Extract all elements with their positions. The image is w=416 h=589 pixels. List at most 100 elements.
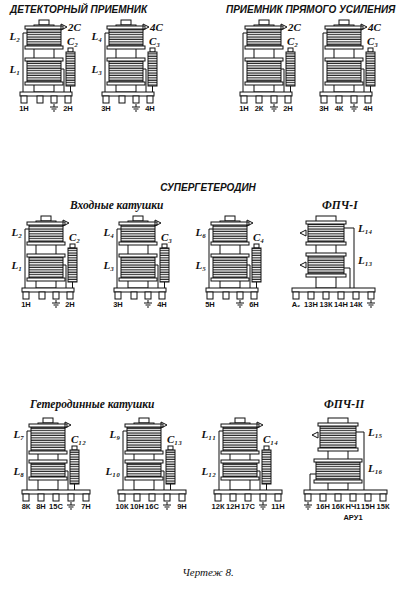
part-label: L₇ xyxy=(13,428,24,441)
trimmer-screw xyxy=(264,446,269,450)
part-label: C₃ xyxy=(161,231,172,244)
tuning-core xyxy=(259,20,269,25)
wire xyxy=(123,431,127,490)
wire xyxy=(281,69,284,92)
trimmer-screw xyxy=(288,48,293,52)
coil-winding xyxy=(121,257,155,278)
contact-tab xyxy=(63,220,69,226)
coil-flange xyxy=(211,242,249,245)
pin-terminal xyxy=(103,96,109,103)
part-label: L₉ xyxy=(109,428,120,441)
pin-terminal xyxy=(21,96,27,103)
wire xyxy=(356,432,364,490)
pin-label: 1Н xyxy=(239,105,249,114)
coil-flange xyxy=(306,274,346,277)
wire xyxy=(143,69,146,92)
coil-flange xyxy=(125,451,163,454)
pin-label: АРУ1 xyxy=(343,514,362,523)
pin-label: 1Н xyxy=(19,105,29,114)
part-label: L₃ xyxy=(103,259,114,272)
pin-label: НЧ1 xyxy=(346,503,361,512)
pin-terminal xyxy=(149,494,155,501)
heading: ПРИЕМНИК ПРЯМОГО УСИЛЕНИЯ xyxy=(226,4,395,16)
trimmer-screw xyxy=(254,244,259,248)
trimmer-screw xyxy=(150,48,155,52)
trimmer-capacitor xyxy=(66,52,75,86)
tuning-core xyxy=(225,216,235,221)
pin-label: 2Н xyxy=(283,105,293,114)
part-label: L₅ xyxy=(195,259,206,272)
section-heading: ФПЧ-I xyxy=(322,199,358,212)
pin-terminal xyxy=(134,494,140,501)
coil-base xyxy=(114,288,166,292)
coil-winding xyxy=(31,427,65,451)
part-label: L₁₅ xyxy=(368,426,382,439)
tuning-core xyxy=(133,216,143,221)
pin-terminal xyxy=(164,494,170,501)
ground-symbol xyxy=(50,104,58,111)
tuning-tab xyxy=(312,432,318,438)
coil-flange xyxy=(107,26,145,29)
trimmer-capacitor xyxy=(366,52,375,86)
trimmer-screw xyxy=(162,244,167,248)
pin-terminal xyxy=(365,96,371,103)
coil-winding xyxy=(247,29,281,46)
pin-terminal xyxy=(308,292,314,299)
pin-label: 13К xyxy=(320,301,333,310)
wire xyxy=(27,431,31,490)
contact-tab xyxy=(247,220,253,226)
trimmer-capacitor xyxy=(160,248,169,282)
coil-flange xyxy=(107,82,145,85)
section-heading: Входные катушки xyxy=(70,199,163,212)
pin-terminal xyxy=(37,96,43,103)
pin-label: 9Н xyxy=(177,503,187,512)
tuning-core xyxy=(139,418,149,423)
pin-terminal xyxy=(305,494,311,501)
wire xyxy=(323,33,327,92)
pin-terminal xyxy=(159,292,165,299)
coil-winding xyxy=(27,29,61,46)
coil-flange xyxy=(25,82,63,85)
tuning-core xyxy=(39,20,49,25)
pin-label: 15К xyxy=(377,503,390,512)
coil-flange xyxy=(211,254,249,257)
trimmer-capacitor xyxy=(286,52,295,86)
pin-terminal xyxy=(223,292,229,299)
pin-label: 2Н xyxy=(65,301,75,310)
pin-terminal xyxy=(338,292,344,299)
wire xyxy=(25,229,29,288)
coil-flange xyxy=(119,254,157,257)
coil-flange xyxy=(29,424,67,427)
contact-tab xyxy=(61,24,67,30)
pin-terminal xyxy=(368,292,374,299)
pin-label: 10Н xyxy=(130,503,144,512)
tuning-tab xyxy=(300,230,306,236)
contact-tab xyxy=(281,24,287,30)
coil-base xyxy=(240,92,292,96)
wire xyxy=(361,69,364,92)
wire xyxy=(266,484,267,490)
part-label: 2С xyxy=(288,21,301,34)
pin-terminal xyxy=(320,494,326,501)
pin-label: 14К xyxy=(350,301,363,310)
part-label: L₁₁ xyxy=(202,428,216,441)
pin-terminal xyxy=(351,96,357,103)
trimmer-screw xyxy=(72,446,77,450)
pin-terminal xyxy=(53,292,59,299)
part-label: C₄ xyxy=(253,231,264,244)
pin-terminal xyxy=(271,96,277,103)
part-label: L₁ xyxy=(11,259,22,272)
wire xyxy=(105,33,109,92)
pin-terminal xyxy=(353,292,359,299)
section-heading: ФПЧ-II xyxy=(324,398,364,411)
part-label: 4С xyxy=(368,21,381,34)
coil-winding xyxy=(109,61,143,82)
coil-flange xyxy=(318,448,358,451)
coil-flange xyxy=(29,477,67,480)
ground-symbol xyxy=(367,300,375,307)
heading: СУПЕРГЕТЕРОДИН xyxy=(160,182,256,194)
part-label: L₁₂ xyxy=(202,465,216,478)
pin-label: 1Н xyxy=(21,301,31,310)
coil-flange xyxy=(325,46,363,49)
ground-symbol xyxy=(52,300,60,307)
